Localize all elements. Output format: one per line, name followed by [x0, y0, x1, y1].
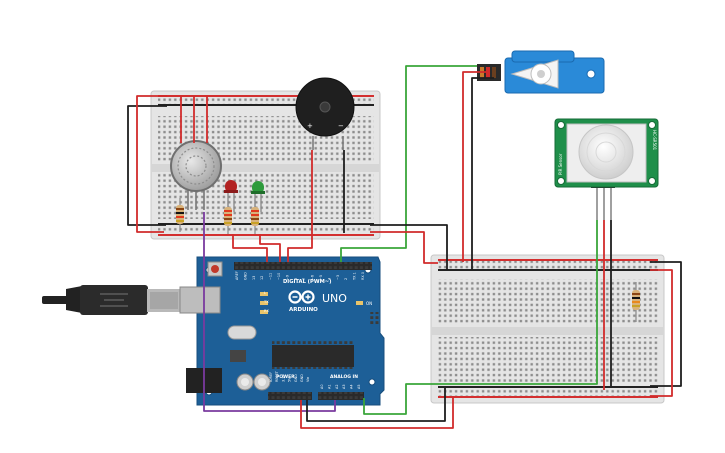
pin-label: ~6	[311, 275, 315, 280]
pin-label: 4	[327, 278, 331, 280]
resistor-3	[251, 200, 259, 234]
pin-label: GND	[300, 374, 304, 382]
wire-black-servo	[471, 77, 494, 270]
wires	[127, 65, 682, 429]
wire-red-5v	[300, 396, 454, 429]
pir-left-text: PIR Sensor	[558, 153, 563, 175]
digital-pin-labels: AREF GND 13 12 ~11 ~10 ~9 8 7 ~6 ~5 4 ~3 2 TX 1 RX 0	[235, 271, 365, 281]
analog-header-label: ANALOG IN	[330, 374, 358, 380]
pin-label: TX 1	[353, 272, 357, 281]
wire-green-servo	[340, 65, 477, 262]
pin-label: A0	[320, 385, 324, 389]
wire-red-right-rail	[650, 269, 673, 397]
pin-label: 7	[302, 278, 306, 280]
digital-header-label: DIGITAL (PWM~)	[283, 279, 331, 285]
wire-black-right-rail	[650, 261, 682, 387]
arduino-uno-board: ARDUINO UNO DIGITAL (PWM~) POWER ANALOG …	[179, 256, 385, 406]
wire-red-small-left	[136, 95, 167, 233]
pin-label: A2	[335, 385, 339, 389]
pin-label: A3	[342, 385, 346, 389]
wire-green-pir	[363, 220, 598, 415]
usb-cable	[42, 285, 181, 315]
breadboard-large	[430, 254, 665, 404]
pin-label: Vin	[306, 377, 310, 382]
wire-red-led2	[259, 234, 281, 262]
wire-black-rail-link	[370, 224, 448, 270]
pir-right-text: HC-SR501	[652, 130, 657, 151]
wire-purple-gas-a0	[203, 212, 336, 412]
resistor-4	[632, 282, 640, 322]
pin-label: A5	[357, 385, 361, 389]
pin-label: RX 0	[361, 272, 365, 280]
wire-red-servo	[462, 71, 488, 262]
wire-black-small-left	[127, 105, 167, 226]
l-led-label: L	[264, 291, 266, 295]
rx-led-label: RX	[264, 309, 269, 313]
resistor-2	[224, 200, 232, 234]
pin-label: A4	[350, 385, 354, 389]
pin-label: 8	[294, 278, 298, 280]
pin-label: 3.3V	[281, 374, 285, 382]
board-model: UNO	[322, 292, 347, 305]
piezo-buzzer: + −	[295, 77, 355, 150]
pin-label: ~10	[277, 273, 281, 280]
servo-motor	[477, 50, 605, 94]
pin-label: 5V	[288, 377, 292, 382]
buzzer-minus-label: −	[338, 122, 344, 130]
wire-black-gnd	[306, 388, 446, 422]
board-brand: ARDUINO	[289, 307, 318, 313]
pin-label: GND	[243, 272, 247, 280]
pin-label: A1	[327, 385, 331, 389]
pin-label: IOREF	[269, 372, 273, 382]
pin-label: ~11	[269, 273, 273, 280]
pin-label: 12	[260, 276, 264, 280]
power-header-label: POWER	[276, 374, 295, 380]
pin-label: ~5	[319, 275, 323, 280]
pin-label: ~3	[336, 275, 340, 280]
pin-label: 13	[252, 276, 256, 280]
pir-sensor: PIR Sensor HC-SR501	[554, 118, 659, 220]
wire-red-buzzer	[287, 150, 313, 262]
pin-label: RESET	[275, 370, 279, 382]
buzzer-plus-label: +	[307, 122, 313, 130]
tx-led-label: TX	[263, 300, 269, 304]
pin-label: AREF	[235, 271, 239, 280]
resistor-1	[176, 198, 184, 232]
gas-sensor	[170, 140, 222, 210]
pin-label: 2	[344, 278, 348, 280]
wire-red-rail-link	[370, 231, 438, 264]
wire-red-led1	[232, 234, 268, 262]
on-led-label: ON	[366, 301, 372, 306]
pin-label: ~9	[285, 275, 289, 280]
arduino-logo	[288, 290, 315, 304]
pin-label: GND	[294, 374, 298, 382]
